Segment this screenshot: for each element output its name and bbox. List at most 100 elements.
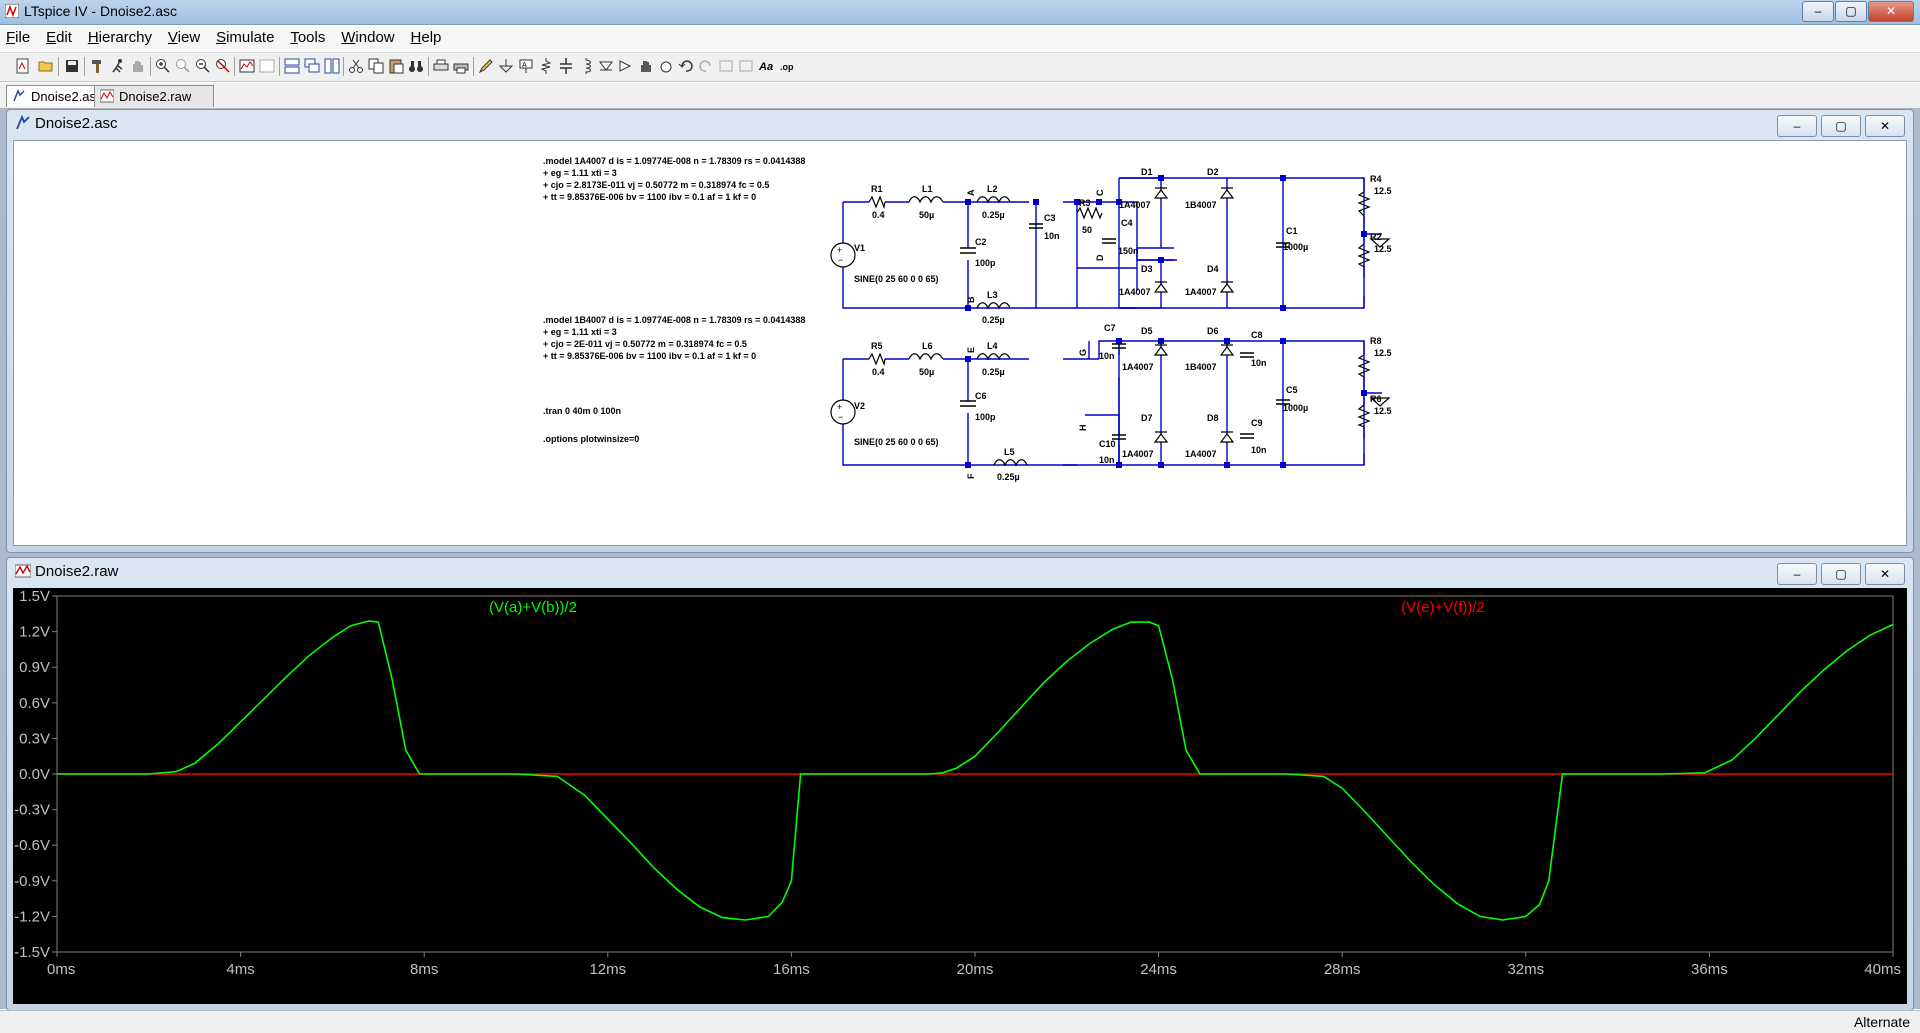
waveform-close-button[interactable]: ✕: [1865, 563, 1905, 585]
c6-capacitor[interactable]: [960, 400, 976, 407]
legend-trace-label[interactable]: (V(e)+V(f))/2: [1401, 599, 1485, 616]
net-label-f[interactable]: F: [966, 473, 976, 479]
net-label-b[interactable]: B: [966, 296, 976, 303]
l5-inductor[interactable]: [993, 459, 1028, 467]
tab-dnoise2-raw[interactable]: Dnoise2.raw: [94, 85, 214, 107]
l3-inductor[interactable]: [976, 302, 1011, 310]
diode-icon[interactable]: [598, 58, 614, 74]
redo-icon[interactable]: [698, 58, 714, 74]
net-label-a[interactable]: A: [966, 189, 976, 196]
mirror-icon[interactable]: [738, 58, 754, 74]
zoom-out-icon[interactable]: [195, 58, 211, 74]
r4-resistor[interactable]: [1357, 191, 1371, 217]
find-binoculars-icon[interactable]: [408, 58, 424, 74]
d6-diode[interactable]: [1219, 344, 1235, 356]
c1-capacitor[interactable]: [1276, 242, 1290, 248]
tran-directive[interactable]: .tran 0 40m 0 100n: [543, 406, 621, 416]
c3-capacitor[interactable]: [1029, 223, 1043, 229]
draw-wire-pencil-icon[interactable]: [478, 58, 494, 74]
minimize-button[interactable]: –: [1802, 1, 1834, 22]
autorange-icon[interactable]: [239, 58, 255, 74]
legend-trace-label[interactable]: (V(a)+V(b))/2: [489, 599, 577, 616]
r8-resistor[interactable]: [1357, 354, 1371, 378]
options-directive[interactable]: .options plotwinsize=0: [543, 434, 639, 444]
schematic-close-button[interactable]: ✕: [1865, 115, 1905, 137]
d2-diode[interactable]: [1219, 187, 1235, 199]
menu-file[interactable]: File: [6, 29, 31, 46]
net-label-h[interactable]: H: [1078, 425, 1088, 432]
undo-icon[interactable]: [678, 58, 694, 74]
pan-icon[interactable]: [175, 58, 191, 74]
v2-source[interactable]: [830, 399, 856, 425]
model-directive-1b4007[interactable]: .model 1B4007 d is = 1.09774E-008 n = 1.…: [543, 315, 805, 361]
menu-window[interactable]: Window: [341, 29, 395, 46]
net-label-e[interactable]: E: [966, 347, 976, 353]
ground-icon[interactable]: [498, 58, 514, 74]
new-schematic-icon[interactable]: [15, 58, 31, 74]
menu-hierarchy[interactable]: Hierarchy: [87, 29, 153, 46]
maximize-button[interactable]: ▢: [1835, 1, 1867, 22]
resistor-icon[interactable]: [538, 58, 554, 74]
capacitor-icon[interactable]: [558, 58, 574, 74]
control-panel-hammer-icon[interactable]: [90, 58, 106, 74]
print-icon[interactable]: [453, 58, 469, 74]
net-label-d[interactable]: D: [1095, 254, 1105, 261]
net-label-c[interactable]: C: [1095, 189, 1105, 196]
l2-inductor[interactable]: [976, 196, 1011, 204]
menu-view[interactable]: View: [167, 29, 201, 46]
move-hand-icon[interactable]: [638, 58, 654, 74]
c2-capacitor[interactable]: [960, 247, 976, 254]
l4-inductor[interactable]: [976, 353, 1011, 361]
l6-inductor[interactable]: [908, 353, 944, 361]
run-icon[interactable]: [110, 58, 126, 74]
label-net-icon[interactable]: A: [518, 58, 534, 74]
component-icon[interactable]: [618, 58, 634, 74]
zoom-fit-icon[interactable]: [215, 58, 231, 74]
c8-capacitor[interactable]: [1240, 352, 1254, 358]
r3-resistor[interactable]: [1076, 206, 1103, 220]
r1-resistor[interactable]: [868, 195, 886, 210]
inductor-icon[interactable]: [578, 58, 594, 74]
d4-diode[interactable]: [1219, 281, 1235, 293]
rotate-icon[interactable]: [718, 58, 734, 74]
model-directive-1a4007[interactable]: .model 1A4007 d is = 1.09774E-008 n = 1.…: [543, 156, 805, 202]
delete-trace-icon[interactable]: [259, 58, 275, 74]
tile-horizontal-icon[interactable]: [284, 58, 300, 74]
c5-capacitor[interactable]: [1276, 399, 1290, 405]
zoom-in-icon[interactable]: [155, 58, 171, 74]
spice-directive-icon[interactable]: .op: [778, 58, 794, 74]
print-setup-icon[interactable]: [433, 58, 449, 74]
waveform-plot[interactable]: 1.5V1.2V0.9V0.6V0.3V0.0V-0.3V-0.6V-0.9V-…: [13, 588, 1905, 1002]
save-icon[interactable]: [64, 58, 80, 74]
open-folder-icon[interactable]: [38, 58, 54, 74]
schematic-canvas[interactable]: .model 1A4007 d is = 1.09774E-008 n = 1.…: [13, 140, 1907, 546]
menu-tools[interactable]: Tools: [290, 29, 326, 46]
schematic-minimize-button[interactable]: –: [1777, 115, 1817, 137]
schematic-restore-button[interactable]: ▢: [1821, 115, 1861, 137]
r6-resistor[interactable]: [1357, 404, 1371, 428]
l1-inductor[interactable]: [908, 196, 944, 204]
net-label-g[interactable]: G: [1078, 349, 1088, 356]
waveform-minimize-button[interactable]: –: [1777, 563, 1817, 585]
d8-diode[interactable]: [1219, 431, 1235, 443]
c7-capacitor[interactable]: [1112, 343, 1126, 349]
c10-capacitor[interactable]: [1112, 434, 1126, 440]
r5-resistor[interactable]: [868, 352, 886, 367]
trace--v-a-v-b-2[interactable]: [57, 620, 1894, 921]
text-icon[interactable]: Aa: [758, 58, 774, 74]
r2-resistor[interactable]: [1357, 243, 1371, 268]
d7-diode[interactable]: [1153, 431, 1169, 443]
halt-hand-icon[interactable]: [130, 58, 146, 74]
d1-diode[interactable]: [1153, 187, 1169, 199]
drag-hand-icon[interactable]: [658, 58, 674, 74]
paste-icon[interactable]: [388, 58, 404, 74]
d5-diode[interactable]: [1153, 344, 1169, 356]
cut-icon[interactable]: [348, 58, 364, 74]
v1-source[interactable]: [830, 242, 856, 268]
tile-vertical-icon[interactable]: [324, 58, 340, 74]
c4-capacitor[interactable]: [1102, 238, 1116, 244]
close-button[interactable]: ✕: [1868, 1, 1914, 22]
menu-simulate[interactable]: Simulate: [216, 29, 275, 46]
waveform-restore-button[interactable]: ▢: [1821, 563, 1861, 585]
d3-diode[interactable]: [1153, 281, 1169, 293]
